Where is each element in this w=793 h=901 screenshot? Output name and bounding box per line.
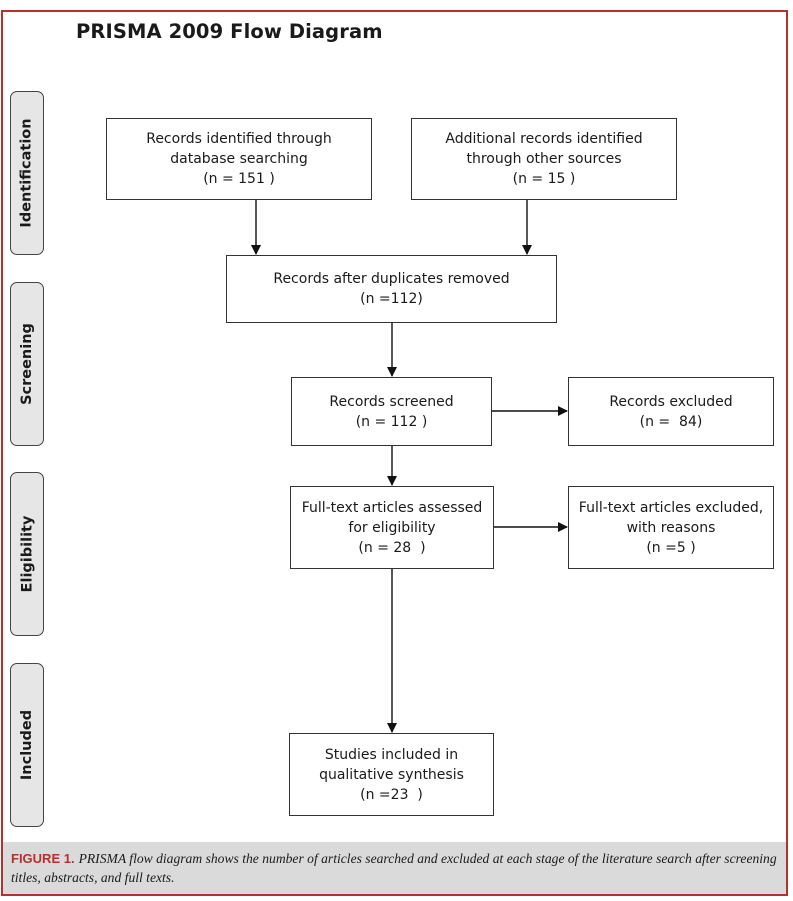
box-line: (n = 112 ) — [355, 413, 428, 430]
caption-text: PRISMA flow diagram shows the number of … — [11, 851, 777, 885]
box-duplicates-removed: Records after duplicates removed (n =112… — [226, 255, 557, 323]
diagram-title: PRISMA 2009 Flow Diagram — [76, 20, 383, 43]
box-records-excluded: Records excluded (n = 84) — [568, 377, 774, 446]
box-line: Studies included in — [324, 746, 459, 763]
box-line: Records screened — [329, 393, 454, 410]
box-records-screened: Records screened (n = 112 ) — [291, 377, 492, 446]
box-line: Additional records identified — [445, 131, 643, 147]
box-fulltext-excluded: Full-text articles excluded, with reason… — [568, 486, 774, 569]
box-line: (n =23 ) — [360, 786, 423, 803]
box-studies-included: Studies included in qualitative synthesi… — [289, 733, 494, 816]
box-line: Records excluded — [609, 393, 733, 410]
figure-caption: FIGURE 1.PRISMA flow diagram shows the n… — [3, 842, 786, 894]
box-line: (n = 151 ) — [203, 171, 275, 187]
caption-label: FIGURE 1. — [11, 851, 75, 866]
box-line: (n = 15 ) — [512, 171, 576, 187]
box-line: with reasons — [626, 519, 716, 536]
phase-screening: Screening — [10, 282, 44, 446]
box-line: Records identified through — [146, 131, 332, 147]
box-fulltext-assessed: Full-text articles assessed for eligibil… — [290, 486, 494, 569]
box-database-search: Records identified through database sear… — [106, 118, 372, 200]
box-line: Full-text articles assessed — [301, 499, 483, 516]
box-line: qualitative synthesis — [319, 766, 464, 783]
phase-eligibility: Eligibility — [10, 472, 44, 636]
box-line: through other sources — [466, 151, 622, 167]
box-line: (n = 84) — [639, 413, 703, 430]
box-other-sources: Additional records identified through ot… — [411, 118, 677, 200]
box-line: (n =5 ) — [646, 539, 696, 556]
box-line: database searching — [170, 151, 308, 167]
box-line: for eligibility — [348, 519, 436, 536]
box-line: Full-text articles excluded, — [578, 499, 764, 516]
phase-identification: Identification — [10, 91, 44, 255]
box-line: (n =112) — [360, 291, 423, 307]
phase-included: Included — [10, 663, 44, 827]
box-line: Records after duplicates removed — [273, 271, 510, 287]
box-line: (n = 28 ) — [358, 539, 426, 556]
